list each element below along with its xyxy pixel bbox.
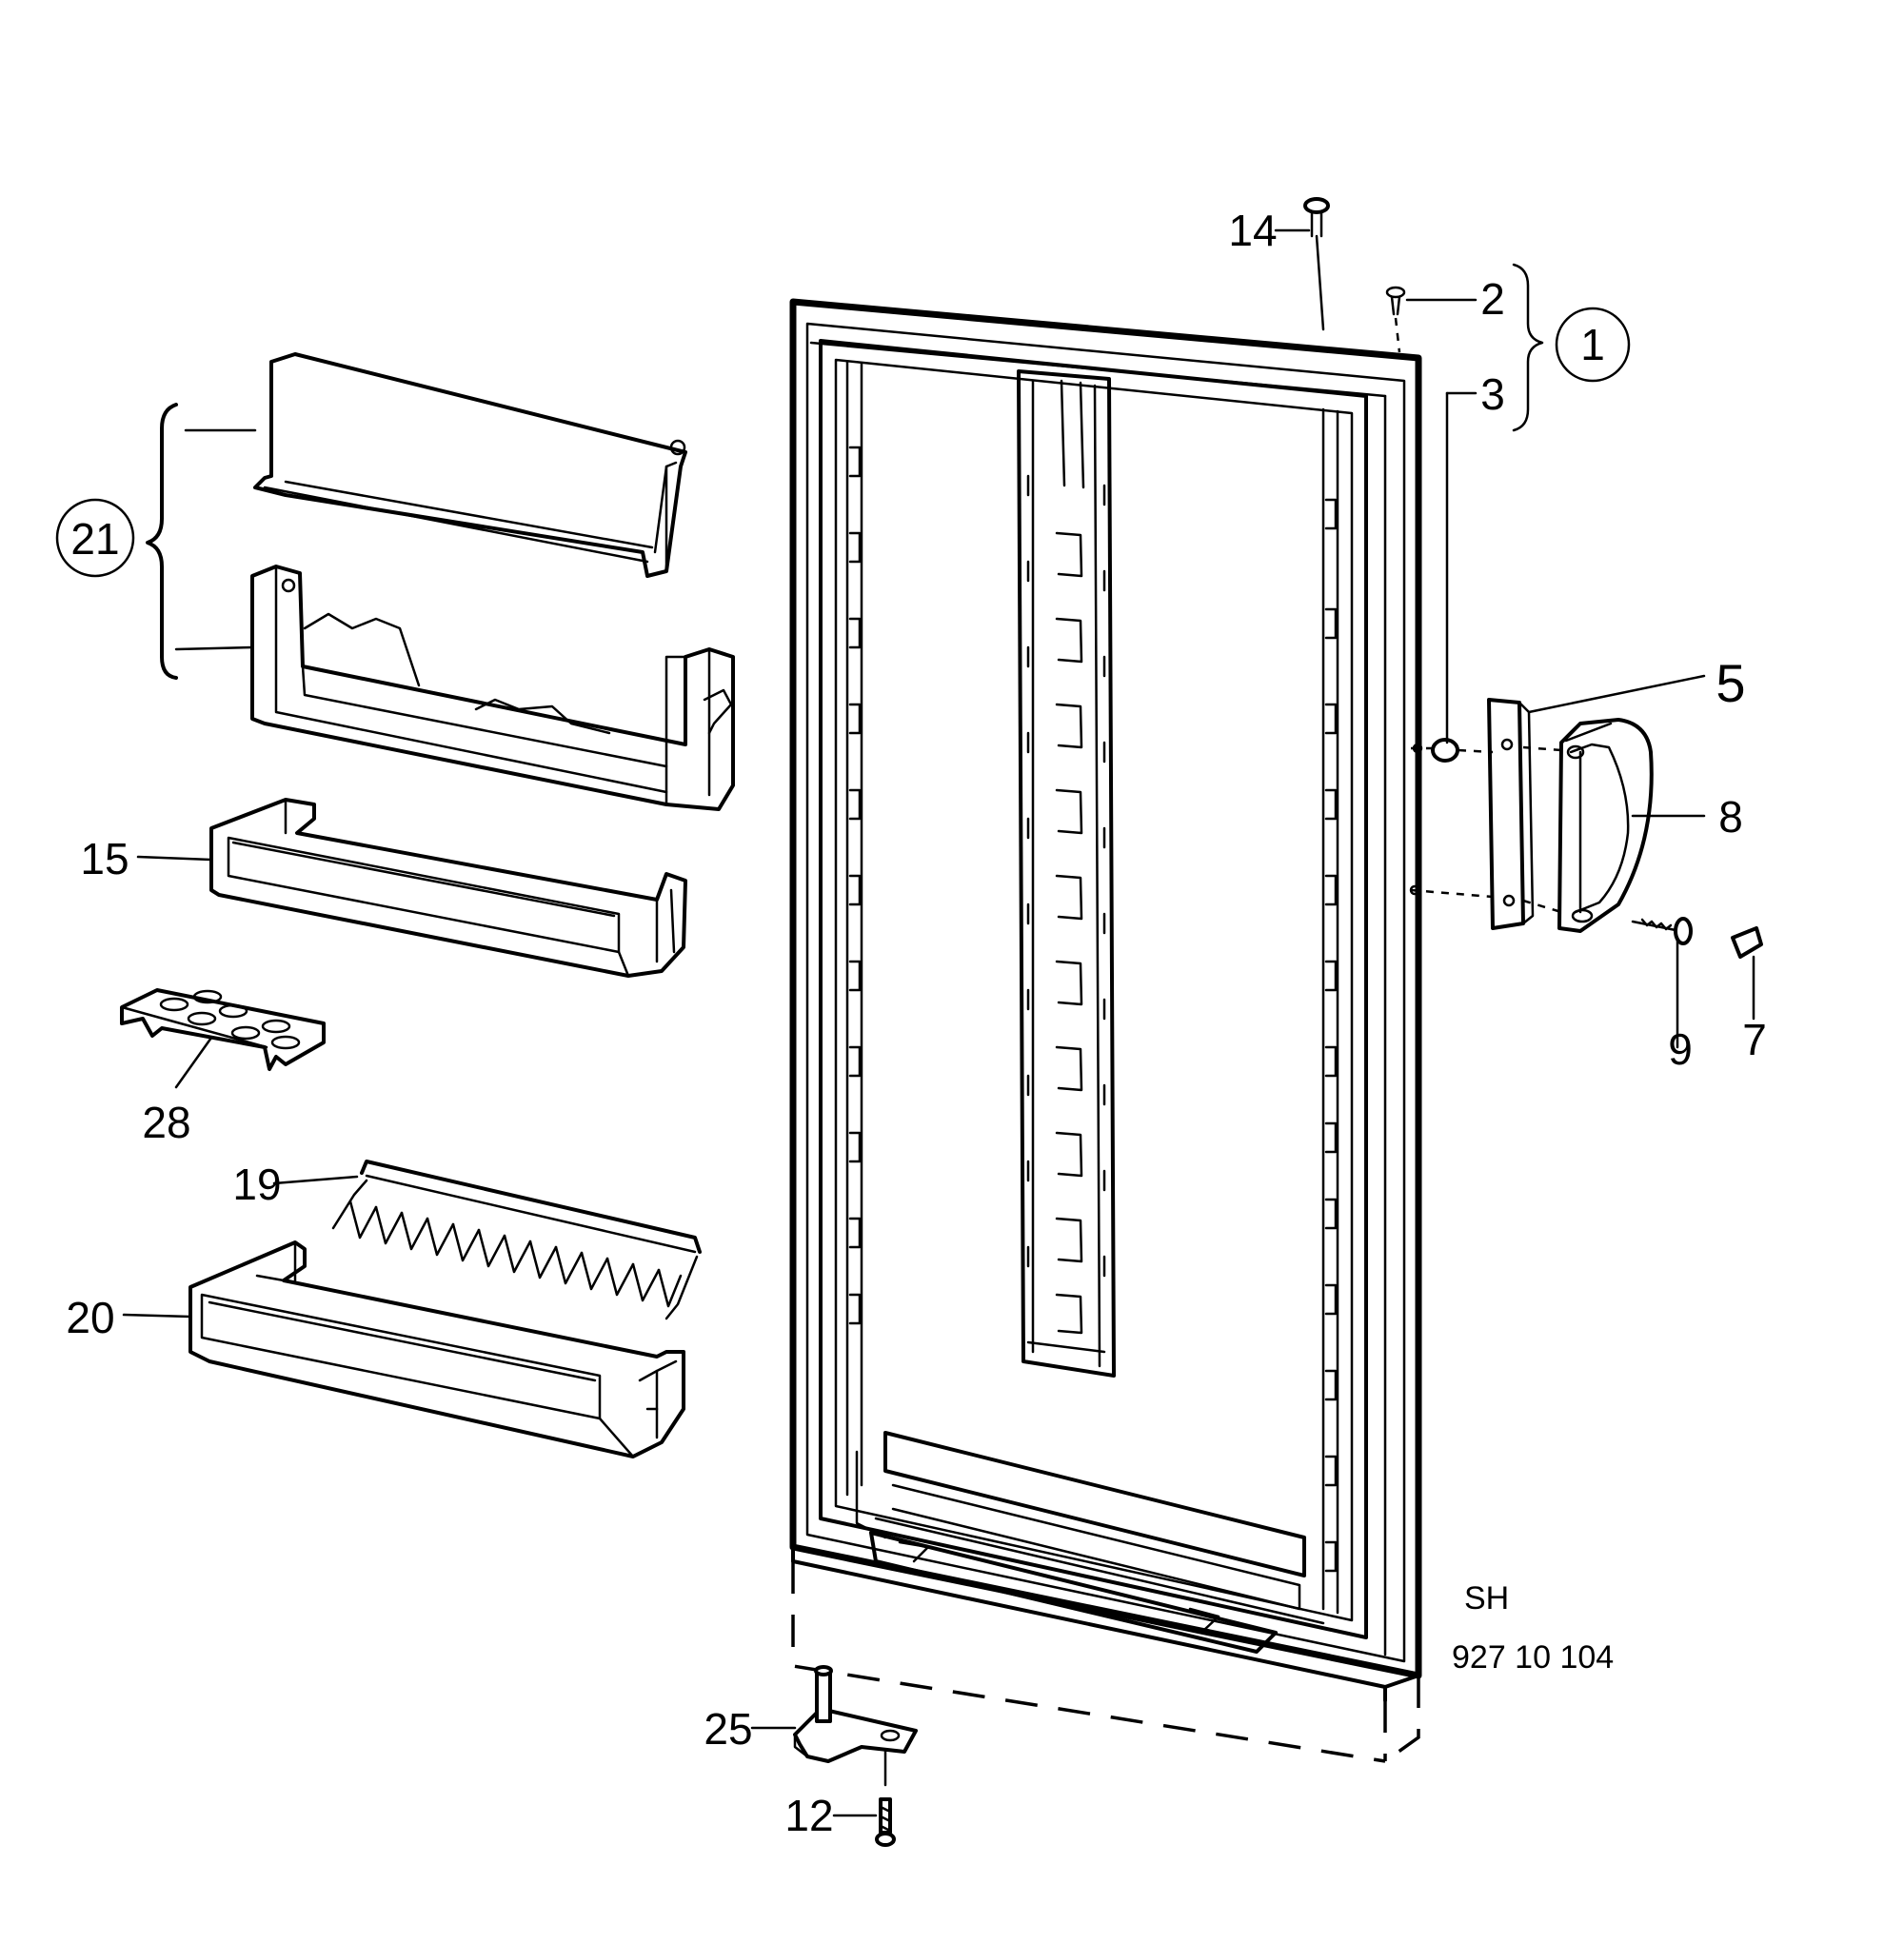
center-channel [1017,369,1116,1378]
left-rail-notches [848,446,862,1325]
label-21: 21 [70,514,119,564]
part-15-shelf [136,798,687,978]
part-2-screw [1385,286,1478,353]
part-5-bracket [1487,674,1706,930]
drawing-code-top: SH [1464,1580,1509,1617]
label-1-circle [1555,307,1631,383]
label-15: 15 [80,834,129,883]
part-9-screw [1631,917,1693,1049]
door-dashed-outline [791,1561,1420,1763]
drawing-code-bottom: 927 10 104 [1452,1639,1614,1676]
group-21-brace [146,403,257,680]
part-25-hinge [750,1665,918,1787]
part-19-rack [272,1160,702,1320]
channel-side-marks [1026,474,1106,1278]
part-20-shelf [122,1240,685,1458]
label-9: 9 [1668,1024,1693,1074]
label-7: 7 [1742,1015,1767,1064]
label-28: 28 [142,1098,190,1147]
part-3-leader [1445,391,1478,744]
label-5: 5 [1716,653,1745,713]
handle-dash-lines [1409,738,1562,914]
bottom-tray [855,1431,1325,1654]
label-8: 8 [1718,792,1743,842]
label-14: 14 [1228,206,1277,255]
label-25: 25 [704,1704,752,1754]
channel-slots [1055,531,1083,1335]
label-2: 2 [1480,274,1505,324]
label-19: 19 [232,1160,281,1209]
label-21-circle [55,498,135,578]
part-28-egg-tray [120,988,326,1089]
group-1-brace [1512,263,1544,432]
label-12: 12 [784,1791,833,1840]
part-21-cover [253,352,687,578]
part-21-bin [250,565,735,811]
part-12-screw [832,1797,896,1847]
part-8-handle [1557,718,1706,933]
right-rail-notches [1324,498,1338,1573]
label-20: 20 [66,1293,114,1342]
part-14-pin [1274,197,1330,331]
label-1: 1 [1580,320,1605,369]
door-panel [789,298,1422,1763]
rack-wires [348,1200,683,1308]
part-7-cap [1731,926,1763,1021]
label-3: 3 [1480,369,1505,419]
